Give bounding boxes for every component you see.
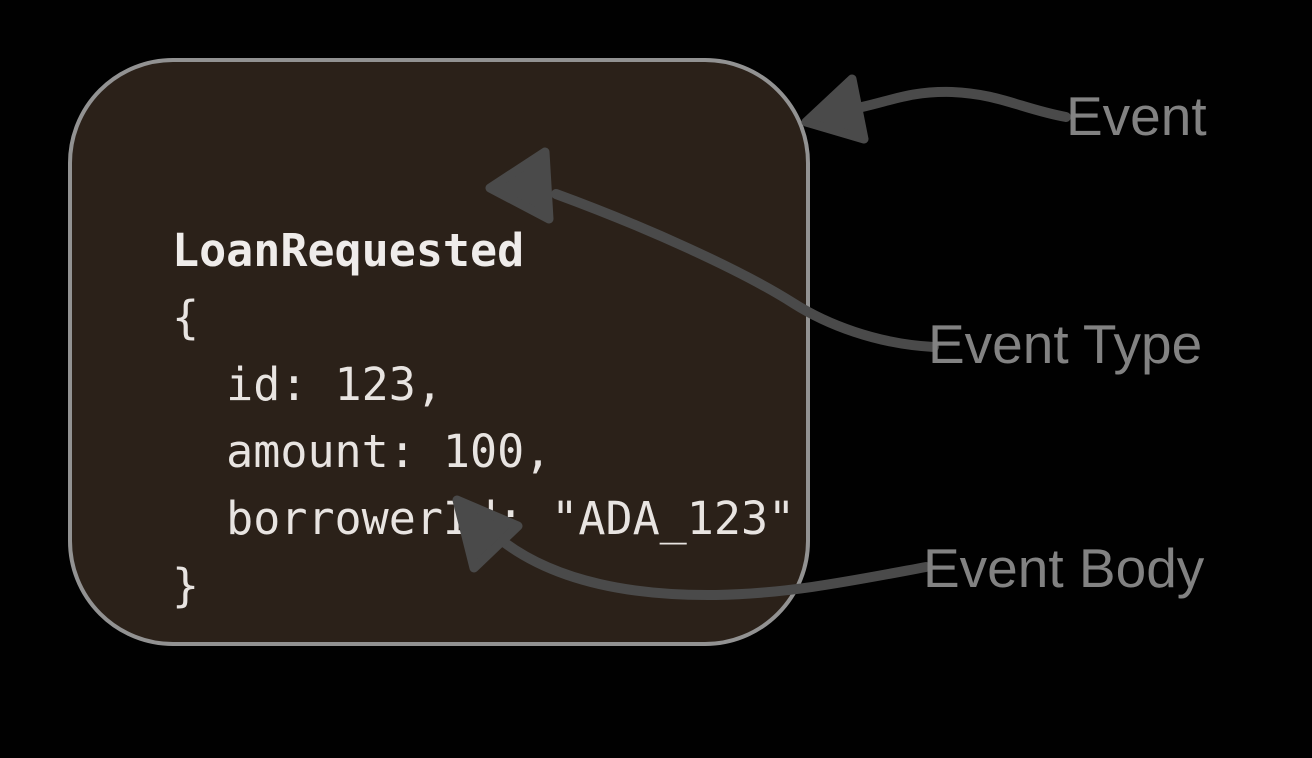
event-type-arrow <box>485 147 939 352</box>
event-type-arrow-head-icon <box>485 147 554 224</box>
event-body-arrow-head-icon <box>452 495 523 573</box>
event-type-label: Event Type <box>928 313 1203 375</box>
event-code-block: LoanRequested{ id: 123, amount: 100, bor… <box>172 217 795 619</box>
event-type-arrow-shaft <box>551 189 939 352</box>
event-body-arrow-shaft <box>500 538 931 601</box>
event-card: LoanRequested{ id: 123, amount: 100, bor… <box>68 58 810 646</box>
event-body-arrow <box>452 495 931 601</box>
event-body-open-brace: { <box>172 291 200 344</box>
event-arrow-shaft <box>857 86 1071 122</box>
event-arrow <box>801 74 1071 144</box>
event-label: Event <box>1066 85 1207 147</box>
event-body-label: Event Body <box>923 537 1205 599</box>
event-arrow-head-icon <box>801 74 869 144</box>
event-body-close-brace: } <box>172 559 200 612</box>
event-type-line: LoanRequested <box>172 224 525 277</box>
event-body-amount-line: amount: 100, <box>172 425 552 478</box>
event-body-id-line: id: 123, <box>172 358 443 411</box>
